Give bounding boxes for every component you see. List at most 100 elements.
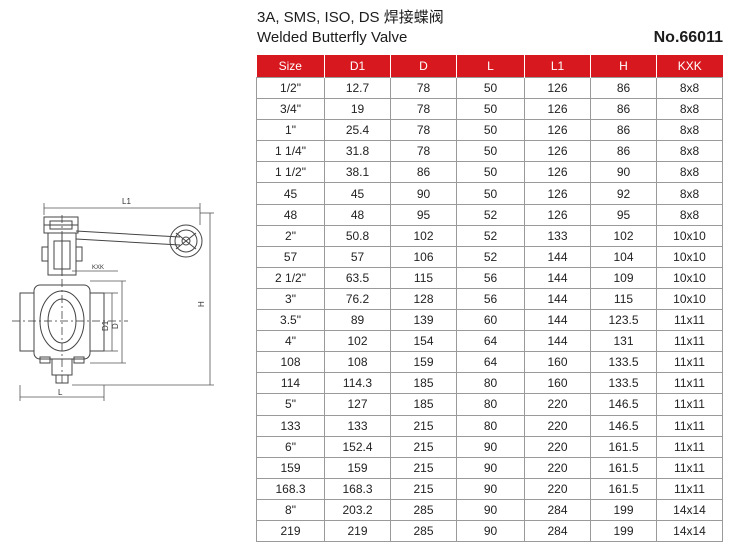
table-cell-l1: 284: [524, 519, 591, 543]
table-cell-h: 104: [590, 245, 657, 268]
dimension-label-l: L: [58, 388, 63, 397]
table-cell-kxk: 11x11: [656, 477, 723, 500]
table-cell-size: 48: [256, 203, 325, 226]
table-cell-size: 4": [256, 330, 325, 353]
table-cell-d1: 159: [324, 456, 391, 479]
table-cell-d: 185: [390, 393, 457, 416]
table-cell-h: 90: [590, 161, 657, 184]
table-cell-h: 146.5: [590, 393, 657, 416]
table-cell-l1: 220: [524, 393, 591, 416]
table-cell-kxk: 8x8: [656, 140, 723, 163]
table-cell-l1: 220: [524, 435, 591, 458]
table-cell-d: 285: [390, 498, 457, 521]
table-cell-d1: 127: [324, 393, 391, 416]
table-cell-d1: 12.7: [324, 76, 391, 100]
product-standards-title: 3A, SMS, ISO, DS 焊接蝶阀: [257, 9, 444, 26]
table-cell-d1: 114.3: [324, 372, 391, 395]
table-cell-d1: 219: [324, 519, 391, 543]
table-cell-l: 50: [456, 119, 525, 142]
table-cell-d1: 89: [324, 309, 391, 332]
table-cell-size: 2 1/2": [256, 266, 325, 289]
dimension-label-d1: D1: [101, 320, 110, 331]
table-cell-d: 95: [390, 203, 457, 226]
table-cell-kxk: 11x11: [656, 414, 723, 437]
table-cell-d: 90: [390, 182, 457, 205]
table-cell-d1: 50.8: [324, 224, 391, 247]
table-cell-kxk: 14x14: [656, 519, 723, 543]
table-cell-size: 1 1/2": [256, 161, 325, 184]
table-cell-d: 102: [390, 224, 457, 247]
table-cell-l: 50: [456, 98, 525, 121]
table-cell-size: 8": [256, 498, 325, 521]
table-cell-size: 219: [256, 519, 325, 543]
table-cell-d1: 203.2: [324, 498, 391, 521]
model-number: No.66011: [653, 29, 723, 46]
table-cell-size: 5": [256, 393, 325, 416]
table-cell-d: 78: [390, 140, 457, 163]
table-cell-kxk: 14x14: [656, 498, 723, 521]
table-cell-kxk: 8x8: [656, 76, 723, 100]
column-header-h: H: [590, 55, 657, 78]
table-cell-l: 80: [456, 414, 525, 437]
table-cell-size: 2": [256, 224, 325, 247]
table-cell-d1: 57: [324, 245, 391, 268]
table-cell-d: 215: [390, 435, 457, 458]
table-cell-kxk: 8x8: [656, 119, 723, 142]
table-cell-d: 159: [390, 351, 457, 374]
table-cell-d: 86: [390, 161, 457, 184]
table-cell-size: 114: [256, 372, 325, 395]
column-header-l1: L1: [524, 55, 591, 78]
table-cell-size: 3/4": [256, 98, 325, 121]
table-cell-d: 78: [390, 119, 457, 142]
dimension-label-h: H: [197, 301, 206, 307]
table-cell-d: 185: [390, 372, 457, 395]
table-cell-h: 92: [590, 182, 657, 205]
table-cell-l: 64: [456, 330, 525, 353]
table-cell-l1: 144: [524, 266, 591, 289]
table-cell-d: 215: [390, 456, 457, 479]
table-cell-kxk: 11x11: [656, 456, 723, 479]
column-header-d: D: [390, 55, 457, 78]
table-cell-size: 1/2": [256, 76, 325, 100]
table-cell-l1: 126: [524, 98, 591, 121]
table-cell-h: 146.5: [590, 414, 657, 437]
table-cell-l1: 126: [524, 161, 591, 184]
table-cell-h: 102: [590, 224, 657, 247]
table-cell-d: 128: [390, 287, 457, 311]
table-cell-l1: 126: [524, 140, 591, 163]
dimension-label-d: D: [111, 323, 120, 329]
table-cell-size: 1 1/4": [256, 140, 325, 163]
table-cell-size: 57: [256, 245, 325, 268]
table-cell-l1: 126: [524, 76, 591, 100]
table-cell-size: 108: [256, 351, 325, 374]
table-cell-l: 50: [456, 76, 525, 100]
table-cell-d: 285: [390, 519, 457, 543]
table-cell-h: 199: [590, 519, 657, 543]
dimension-label-kxk: KXK: [92, 265, 104, 271]
table-cell-l: 60: [456, 309, 525, 332]
table-cell-l: 50: [456, 161, 525, 184]
product-name: Welded Butterfly Valve: [257, 29, 408, 46]
table-cell-kxk: 11x11: [656, 309, 723, 332]
table-cell-size: 1": [256, 119, 325, 142]
table-cell-d: 139: [390, 309, 457, 332]
table-cell-l1: 220: [524, 477, 591, 500]
table-cell-l1: 126: [524, 119, 591, 142]
table-cell-l: 52: [456, 245, 525, 268]
table-cell-h: 109: [590, 266, 657, 289]
table-cell-kxk: 10x10: [656, 266, 723, 289]
table-cell-size: 6": [256, 435, 325, 458]
table-cell-d: 215: [390, 477, 457, 500]
table-cell-d1: 102: [324, 330, 391, 353]
